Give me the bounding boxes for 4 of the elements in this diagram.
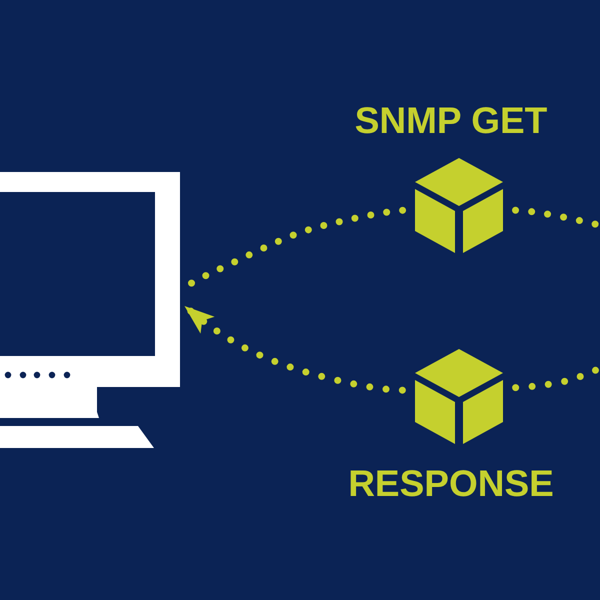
cube-icon	[415, 349, 503, 444]
message-label: RESPONSE	[348, 465, 554, 502]
cube-icon	[415, 158, 503, 253]
message-label: SNMP GET	[354, 102, 548, 139]
